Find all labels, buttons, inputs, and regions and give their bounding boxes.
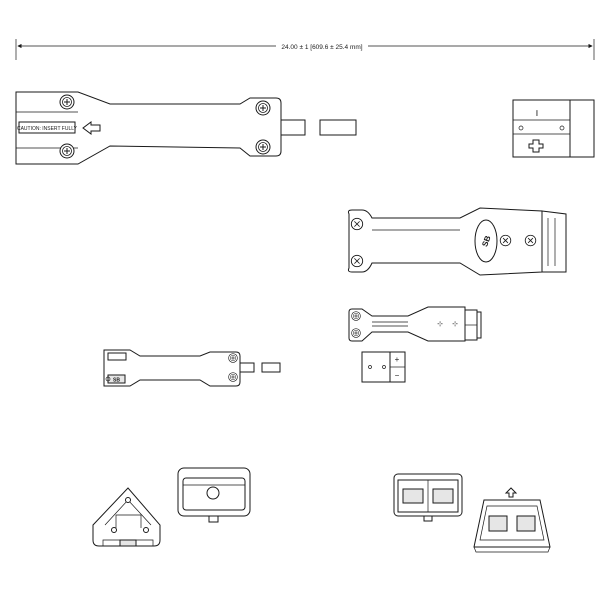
housing-perspective-right: [473, 487, 551, 553]
cable-stub: [319, 119, 357, 136]
housing-front-left: [177, 467, 251, 523]
handle-small-view: SB: [103, 349, 241, 387]
housing-front-right: [393, 473, 463, 522]
screw-icon: [255, 139, 271, 155]
screw-icon: [351, 328, 361, 338]
screw-icon: [499, 234, 512, 247]
svg-text:−: −: [395, 371, 400, 380]
screw-icon: [351, 311, 361, 321]
negative-mark: −: [530, 109, 544, 116]
svg-text:⊹: ⊹: [437, 321, 443, 328]
cable-stub: [239, 362, 255, 373]
svg-text:⊹: ⊹: [452, 321, 458, 328]
screw-icon: [350, 254, 364, 268]
screw-icon: [59, 94, 75, 110]
housing-perspective-left: [92, 487, 161, 547]
small-connector-face: + −: [361, 351, 406, 383]
screw-icon: [350, 217, 364, 231]
handle-isometric-view: SB: [347, 207, 567, 276]
handle-top-view: CAUTION: INSERT FULLY: [15, 91, 282, 165]
cable-stub: [280, 119, 306, 136]
overall-length-dimension: 24.00 ± 1 [609.6 ± 25.4 mm]: [15, 39, 595, 60]
svg-text:SB: SB: [480, 234, 492, 248]
connector-face-view: −: [512, 99, 595, 158]
screw-icon: [59, 143, 75, 159]
screw-icon: [228, 353, 238, 363]
small-view-label: SB: [113, 378, 120, 384]
small-handle-top-view: ⊹ ⊹: [348, 306, 482, 342]
svg-text:+: +: [395, 355, 400, 364]
screw-icon: [524, 234, 537, 247]
caution-label: CAUTION: INSERT FULLY: [17, 126, 78, 132]
dimension-label: 24.00 ± 1 [609.6 ± 25.4 mm]: [281, 44, 362, 51]
screw-icon: [228, 372, 238, 382]
insert-arrow-icon: [82, 121, 101, 135]
cable-stub: [261, 362, 281, 373]
screw-icon: [255, 100, 271, 116]
up-arrow-icon: [504, 487, 518, 498]
plus-icon: [528, 139, 544, 153]
